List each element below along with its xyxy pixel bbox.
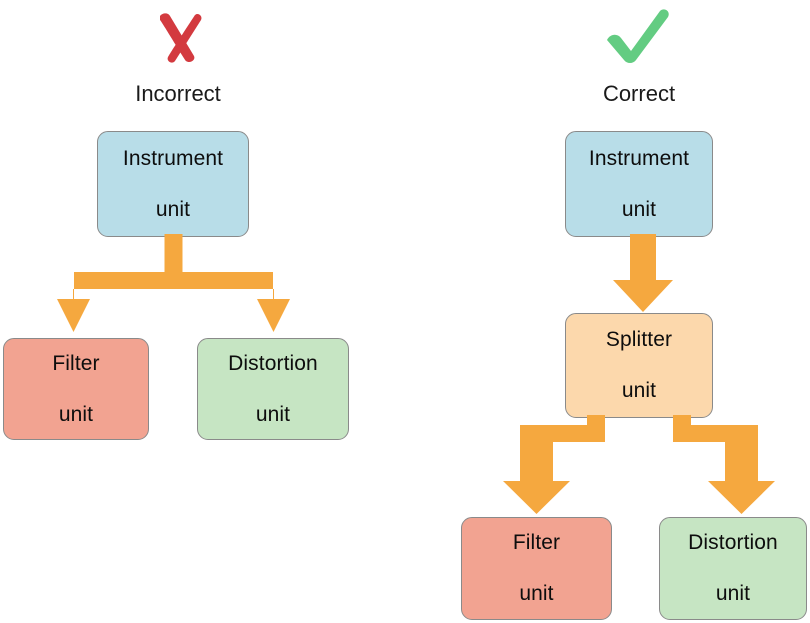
check-mark-icon: [607, 9, 669, 63]
arrow-instrument-to-filter-distortion-incorrect: [57, 234, 290, 332]
panel-label-incorrect: Incorrect: [135, 81, 221, 106]
cross-mark-icon: [160, 13, 202, 63]
arrow-splitter-to-filter-correct: [503, 415, 605, 514]
arrow-splitter-to-distortion-correct: [673, 415, 775, 514]
arrow-instrument-to-splitter-correct: [613, 234, 673, 312]
panel-label-correct: Correct: [602, 81, 676, 106]
